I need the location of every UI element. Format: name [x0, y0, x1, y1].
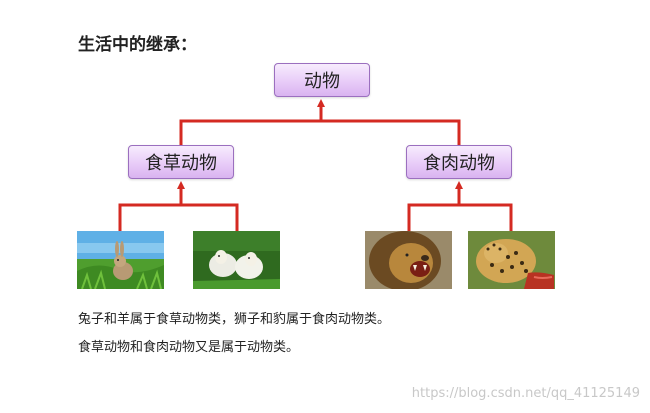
sheep-photo [193, 231, 280, 289]
node-animal: 动物 [274, 63, 370, 97]
leopard-photo [468, 231, 555, 289]
watermark: https://blog.csdn.net/qq_41125149 [411, 386, 640, 401]
rabbit-photo [77, 231, 164, 289]
lion-photo [365, 231, 452, 289]
connector-herbivore [118, 181, 239, 231]
node-carnivore: 食肉动物 [406, 145, 512, 179]
connector-top [179, 99, 461, 145]
node-herbivore: 食草动物 [128, 145, 234, 179]
caption-line-1: 兔子和羊属于食草动物类，狮子和豹属于食肉动物类。 [78, 312, 391, 327]
page-title: 生活中的继承： [78, 35, 197, 55]
connector-carnivore [407, 181, 513, 231]
caption-line-2: 食草动物和食肉动物又是属于动物类。 [78, 340, 300, 355]
